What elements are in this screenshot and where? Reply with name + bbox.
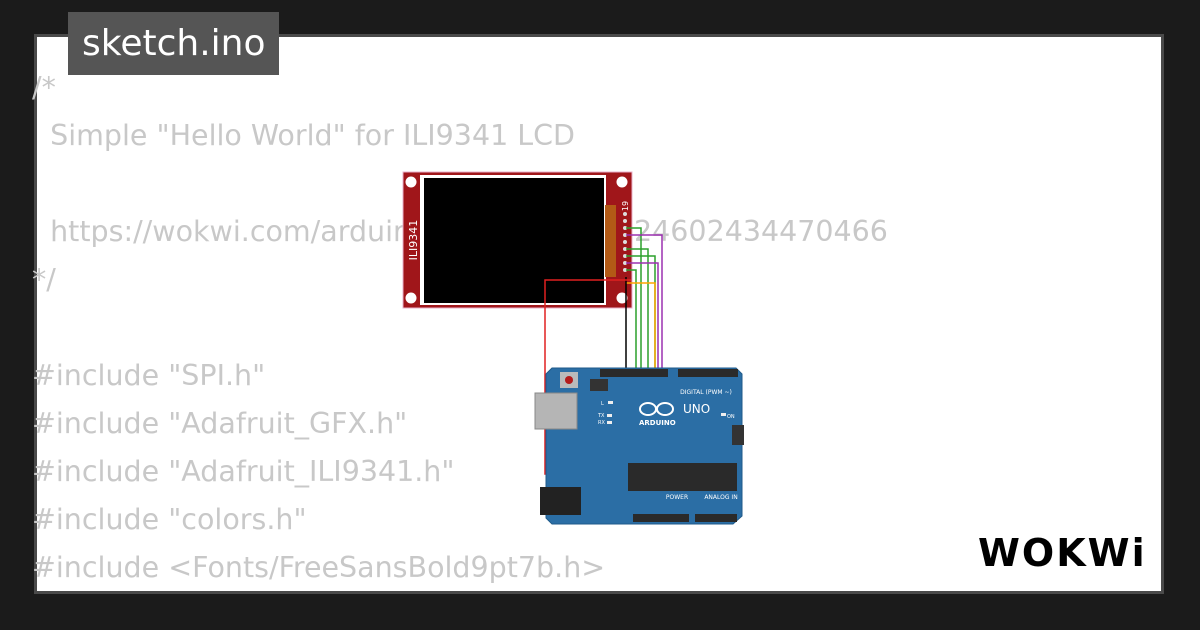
usb-port	[534, 392, 578, 430]
wires	[544, 227, 663, 520]
code-line: Simple "Hello World" for ILI9341 LCD	[32, 119, 575, 152]
on-led	[721, 413, 726, 416]
analog-header	[695, 514, 737, 522]
analog-pins-label: ANALOG IN	[704, 494, 737, 501]
code-line: #include <Fonts/FreeSansBold9pt7b.h>	[32, 551, 606, 584]
tx-led-label: TX	[597, 413, 605, 419]
card-bottom-mask	[0, 594, 1200, 630]
digital-pins-label: DIGITAL (PWM ~)	[680, 389, 732, 396]
power-jack	[540, 487, 581, 515]
lcd-screen	[424, 178, 604, 303]
rx-led-label: RX	[598, 420, 605, 426]
tx-led	[607, 414, 612, 417]
display-pin-header	[623, 212, 627, 272]
mount-hole	[616, 292, 628, 304]
reset-button[interactable]	[565, 376, 573, 384]
power-pins-label: POWER	[666, 494, 688, 501]
display-model-label: ILI9341	[407, 220, 420, 261]
mount-hole	[405, 292, 417, 304]
mount-hole	[405, 176, 417, 188]
code-line: #include "Adafruit_ILI9341.h"	[32, 455, 455, 488]
atmega-chip	[628, 463, 737, 491]
icsp2-header	[732, 425, 744, 445]
code-line: #include "Adafruit_GFX.h"	[32, 407, 408, 440]
wire-purple[interactable]	[626, 262, 659, 378]
filename-tab[interactable]: sketch.ino	[68, 12, 280, 75]
on-led-label: ON	[727, 414, 735, 420]
flex-connector	[605, 205, 616, 277]
code-line: #include "SPI.h"	[32, 359, 266, 392]
wire-green[interactable]	[626, 227, 642, 378]
l-led-label: L	[601, 401, 604, 407]
display-pin-label: 19	[621, 201, 630, 211]
board-model-label: UNO	[683, 402, 710, 416]
code-line: */	[32, 263, 56, 296]
wire-green[interactable]	[626, 269, 637, 378]
l-led	[608, 401, 613, 404]
digital-header-left	[600, 369, 668, 377]
power-header	[633, 514, 689, 522]
code-line: #include "colors.h"	[32, 503, 307, 536]
wokwi-logo: WOKWi	[978, 531, 1147, 575]
arduino-uno-board[interactable]: DIGITAL (PWM ~) L TX RX UNO ARDUINO ON P…	[534, 367, 744, 525]
board-brand-label: ARDUINO	[639, 419, 676, 427]
code-line: /*	[32, 71, 56, 104]
wire-green[interactable]	[626, 248, 649, 378]
mount-hole	[616, 176, 628, 188]
icsp-header	[590, 379, 608, 391]
ili9341-display[interactable]: ILI9341 19	[402, 171, 633, 309]
rx-led	[607, 421, 612, 424]
wokwi-logo-text: WOKWi	[978, 531, 1147, 575]
wire-orange[interactable]	[626, 282, 656, 378]
wire-purple[interactable]	[626, 234, 663, 378]
digital-header-right	[678, 369, 738, 377]
arduino-logo-icon	[639, 402, 674, 416]
